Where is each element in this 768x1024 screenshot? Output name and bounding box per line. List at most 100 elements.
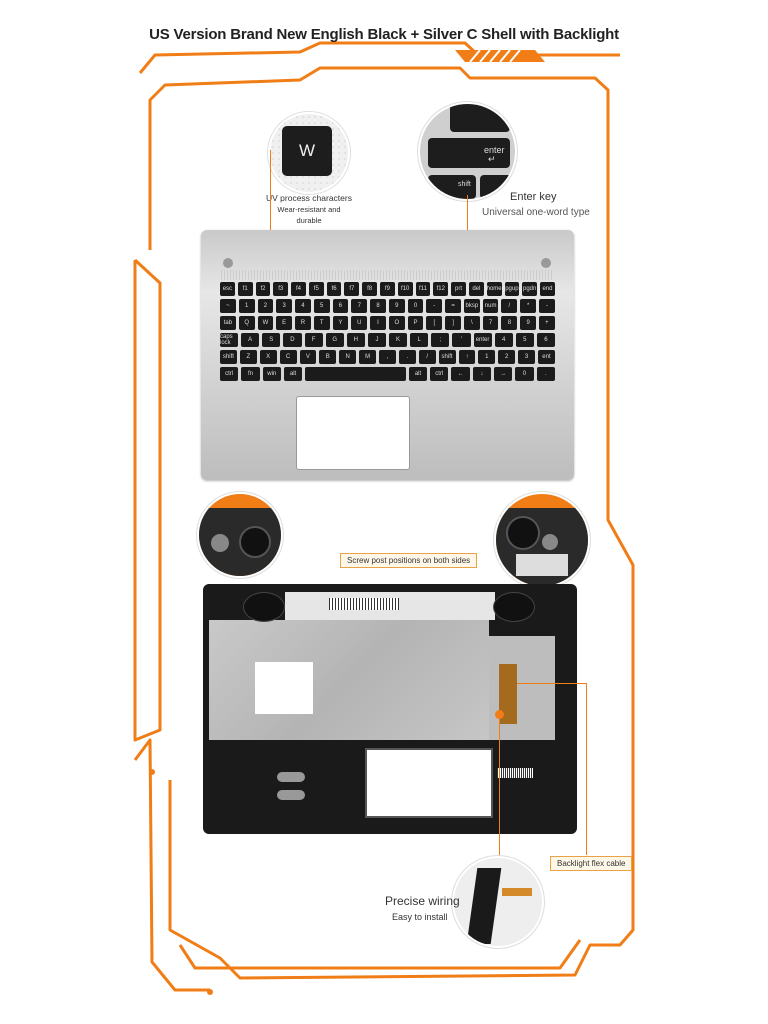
key-row2-6: 6 (332, 299, 349, 313)
key-row3-9: O (388, 316, 405, 330)
key-row4-1: A (241, 333, 260, 347)
key-row4-13: 4 (494, 333, 513, 347)
key-row2-16: * (520, 299, 537, 313)
key-row1-6: f6 (326, 282, 342, 296)
key-row1-11: f11 (415, 282, 431, 296)
key-row3-17: + (539, 316, 555, 330)
key-row5-8: , (379, 350, 396, 364)
key-row2-13: bksp (463, 299, 480, 313)
key-row6-8: ↓ (472, 367, 492, 381)
screw-post-right-zoom-circle (494, 492, 590, 588)
key-row3-5: T (313, 316, 330, 330)
key-row2-15: / (501, 299, 518, 313)
key-row6-3: alt (283, 367, 303, 381)
left-speaker-bottom (243, 592, 285, 622)
key-row3-0: tab (220, 316, 236, 330)
key-row3-11: [ (426, 316, 443, 330)
key-row6-6: ctrl (430, 367, 449, 381)
key-row4-9: L (410, 333, 429, 347)
key-row6-1: fn (241, 367, 260, 381)
key-row6-0: ctrl (220, 367, 239, 381)
key-row6-9: → (494, 367, 513, 381)
screw-callout-label: Screw post positions on both sides (340, 553, 478, 568)
left-screw-post (211, 534, 229, 552)
barcode-sticker (329, 598, 399, 610)
key-row1-7: f7 (344, 282, 360, 296)
enter-key-label: enter (484, 145, 505, 155)
key-right-of-shift (480, 175, 515, 199)
flex-pointer-line-h (517, 683, 587, 684)
key-row3-15: 8 (501, 316, 518, 330)
key-row5-1: Z (239, 350, 257, 364)
key-row3-4: R (295, 316, 311, 330)
key-row2-5: 5 (313, 299, 330, 313)
key-row5-10: / (418, 350, 436, 364)
key-row5-3: C (279, 350, 297, 364)
serial-sticker (497, 768, 533, 778)
key-row2-7: 7 (351, 299, 368, 313)
key-row3-14: 7 (482, 316, 499, 330)
key-row4-6: H (346, 333, 365, 347)
key-row3-6: Y (332, 316, 349, 330)
key-row4-4: F (304, 333, 323, 347)
key-row3-7: U (351, 316, 368, 330)
key-row1-1: f1 (237, 282, 253, 296)
key-row1-15: home (487, 282, 502, 296)
wiring-pointer-line (499, 714, 500, 864)
white-adhesive-pad (255, 662, 313, 714)
uv-callout-line1: Wear-resistant and (277, 205, 341, 214)
key-row1-17: pgdn (522, 282, 538, 296)
page-title: US Version Brand New English Black + Sil… (149, 26, 619, 43)
key-row6-2: win (262, 367, 281, 381)
right-screw-post (542, 534, 558, 550)
key-row5-5: B (319, 350, 337, 364)
uv-callout-heading: UV process characters (266, 193, 352, 203)
key-row5-12: ↑ (458, 350, 476, 364)
key-row2-11: - (426, 299, 443, 313)
enter-callout-heading: Enter key (510, 191, 557, 203)
key-row5-0: shift (220, 350, 237, 364)
key-row1-8: f8 (362, 282, 378, 296)
key-row1-0: esc (220, 282, 235, 296)
key-row4-15: 6 (536, 333, 555, 347)
key-row4-10: ; (431, 333, 450, 347)
key-row2-14: num (482, 299, 499, 313)
key-row4-14: 5 (515, 333, 534, 347)
key-row6-5: alt (408, 367, 428, 381)
key-row5-13: 1 (478, 350, 496, 364)
key-row6-7: ← (451, 367, 470, 381)
key-row4-5: G (325, 333, 344, 347)
uv-callout-line2: durable (296, 216, 322, 225)
key-row5-14: 2 (498, 350, 516, 364)
wiring-zoom-circle (452, 856, 544, 948)
flex-pointer-line-v (586, 683, 587, 855)
key-row3-3: E (276, 316, 293, 330)
key-row5-16: ent (538, 350, 555, 364)
key-row4-3: D (283, 333, 302, 347)
key-row6-11: . (536, 367, 555, 381)
shift-key-cap: shift (428, 175, 476, 199)
key-row3-2: W (257, 316, 274, 330)
wiring-flex-tape (466, 868, 502, 944)
key-row5-9: . (398, 350, 416, 364)
screw-post-left-zoom-circle (197, 492, 283, 578)
key-row4-8: K (389, 333, 408, 347)
right-speaker-bottom (493, 592, 535, 622)
enter-arrow-icon: ↵ (488, 154, 496, 164)
key-row1-18: end (540, 282, 555, 296)
key-row2-10: 0 (407, 299, 424, 313)
flex-callout-label: Backlight flex cable (550, 856, 633, 871)
power-button-right (541, 258, 551, 268)
key-row2-2: 2 (257, 299, 274, 313)
enter-key-cap: enter ↵ (428, 138, 510, 168)
oval-foot-1 (277, 772, 305, 782)
key-row1-16: pgup (504, 282, 520, 296)
key-row3-8: I (370, 316, 386, 330)
key-row2-1: 1 (238, 299, 255, 313)
key-row6-4 (305, 367, 406, 381)
